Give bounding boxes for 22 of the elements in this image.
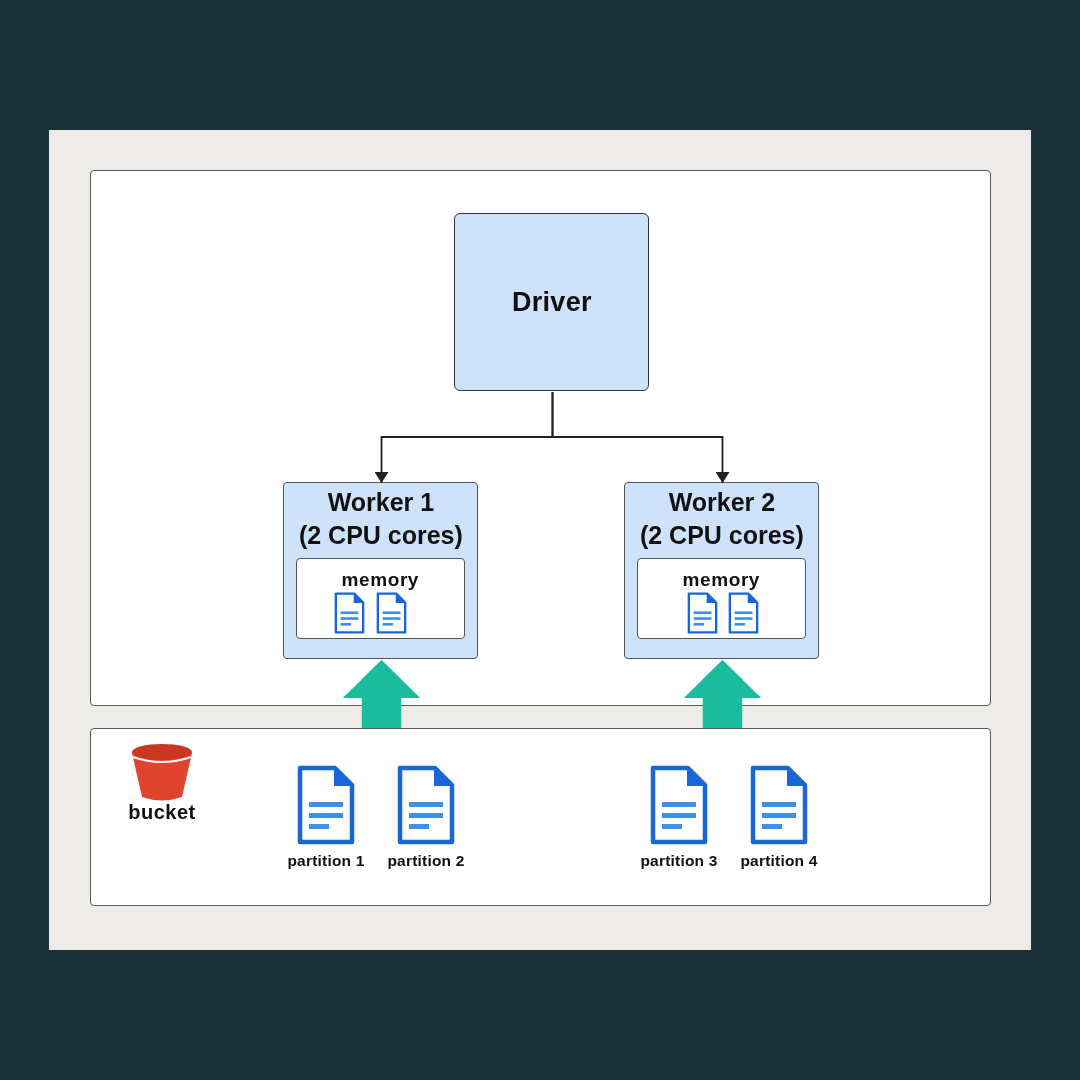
node-title: Worker 2 <box>668 487 776 519</box>
file-caption: partition 1 <box>287 852 365 870</box>
node-title: memory <box>341 567 420 592</box>
storage-panel <box>90 728 991 906</box>
cluster-panel <box>90 170 991 706</box>
connector-arrow <box>551 391 730 484</box>
node-title: memory <box>682 567 761 592</box>
memory-box <box>295 557 465 639</box>
data-flow-arrow <box>683 660 762 728</box>
node-title: Worker 1 <box>327 487 435 519</box>
node-title: Driver <box>511 286 592 318</box>
worker-box <box>624 482 820 660</box>
node-subtitle: (2 CPU cores) <box>639 520 804 552</box>
file-caption: partition 3 <box>640 852 718 870</box>
node-subtitle: (2 CPU cores) <box>298 520 463 552</box>
process-box <box>454 213 650 392</box>
data-flow-arrow <box>342 660 421 728</box>
file-caption: partition 2 <box>387 852 465 870</box>
memory-box <box>636 557 806 639</box>
worker-box <box>283 482 479 660</box>
file-caption: partition 4 <box>740 852 818 870</box>
icon-caption: bucket <box>127 801 197 824</box>
